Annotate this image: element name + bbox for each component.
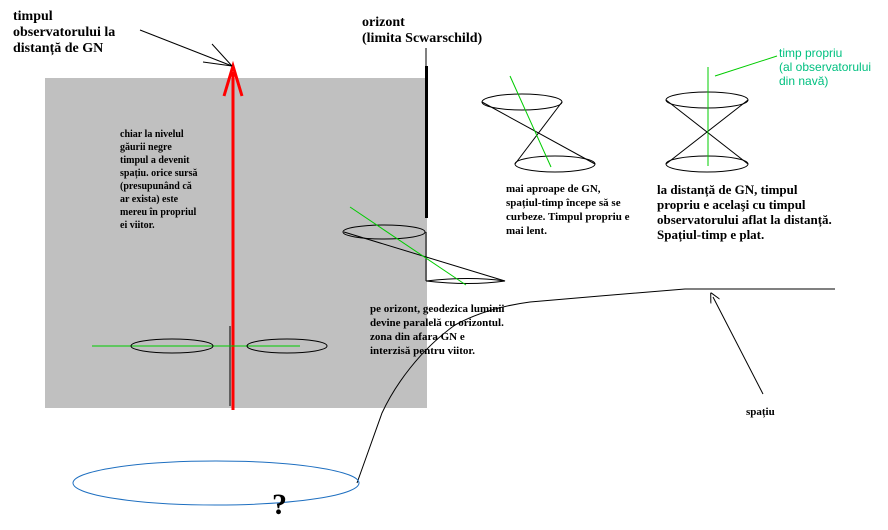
horizon-light-cone — [342, 206, 506, 286]
observer-label-pointer — [139, 29, 233, 67]
singularity-ellipse — [72, 460, 360, 506]
interior-light-cones — [92, 338, 328, 354]
horizon-label: orizont (limita Scwarschild) — [362, 15, 483, 46]
far-light-cone — [665, 67, 749, 173]
question-mark: ? — [272, 488, 287, 521]
proper-time-pointer — [714, 55, 778, 77]
space-label: spațiu — [746, 406, 775, 418]
proper-time-label: timp propriu (al observatorului din navă… — [779, 46, 872, 88]
horizon-description: pe orizont, geodezica luminii devine par… — [370, 303, 505, 357]
space-curve — [356, 288, 835, 484]
space-arrow — [713, 297, 764, 395]
black-hole-interior-region — [45, 78, 427, 408]
horizon-line — [425, 66, 428, 218]
interior-description: chiar la nivelul găurii negre timpul a d… — [120, 129, 198, 231]
far-description: la distanță de GN, timpul propriu e acel… — [657, 182, 832, 242]
near-light-cone — [481, 75, 596, 173]
near-description: mai aproape de GN, spațiul-timp începe s… — [506, 183, 630, 237]
observer-time-arrow — [222, 60, 244, 410]
observer-time-label: timpul observatorului la distanță de GN — [13, 9, 116, 56]
